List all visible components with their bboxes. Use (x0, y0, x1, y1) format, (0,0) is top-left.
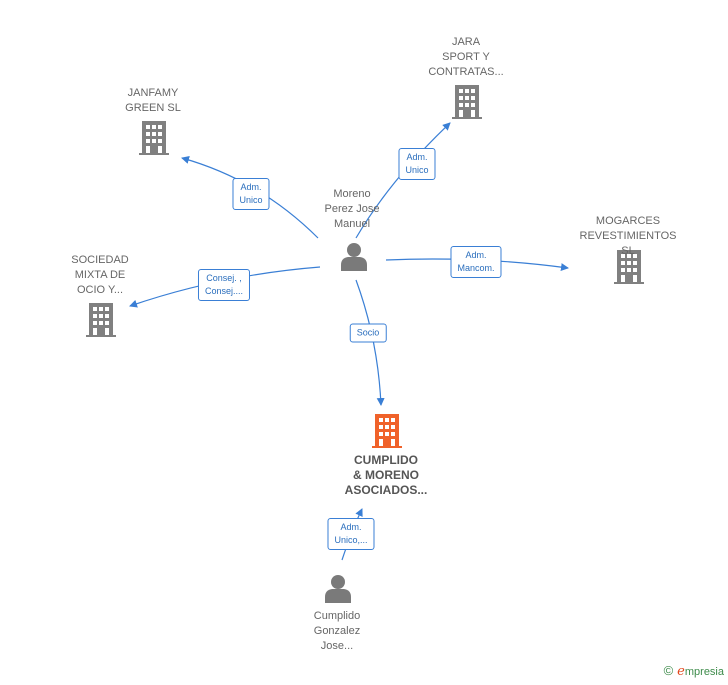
company-label-jara[interactable]: JARA SPORT Y CONTRATAS... (428, 36, 504, 78)
company-label-janfamy[interactable]: JANFAMY GREEN SL (125, 87, 181, 114)
edge-moreno-main (355, 279, 385, 406)
company-label-mogarces[interactable]: MOGARCES REVESTIMIENTOS SL (579, 215, 677, 257)
edge-label-jara: Adm. Unico (398, 148, 436, 180)
person-label-cumplido[interactable]: Cumplido Gonzalez Jose... (313, 610, 361, 652)
edge-label-socio: Socio (349, 323, 387, 343)
person-icon[interactable] (325, 575, 351, 603)
brand-name: mpresia (684, 666, 724, 678)
building-icon[interactable] (139, 121, 169, 155)
edge-moreno-jara (355, 122, 451, 239)
edge-label-mogarces: Adm. Mancom. (450, 246, 502, 278)
edge-label-janfamy: Adm. Unico (232, 178, 270, 210)
company-label-sociedad[interactable]: SOCIEDAD MIXTA DE OCIO Y... (71, 254, 129, 296)
building-icon[interactable] (86, 303, 116, 337)
edge-label-cumplido: Adm. Unico,... (327, 518, 375, 550)
brand-footer: ©empresia (664, 663, 724, 679)
brand-logo-letter: e (677, 664, 685, 679)
company-label-main[interactable]: CUMPLIDO & MORENO ASOCIADOS... (344, 453, 428, 497)
copyright-icon: © (663, 663, 674, 678)
person-icon[interactable] (341, 243, 367, 271)
building-icon[interactable] (452, 85, 482, 119)
person-label-moreno[interactable]: Moreno Perez Jose Manuel (324, 188, 380, 230)
building-icon[interactable] (372, 414, 402, 448)
edge-label-sociedad: Consej. , Consej.... (197, 269, 251, 301)
